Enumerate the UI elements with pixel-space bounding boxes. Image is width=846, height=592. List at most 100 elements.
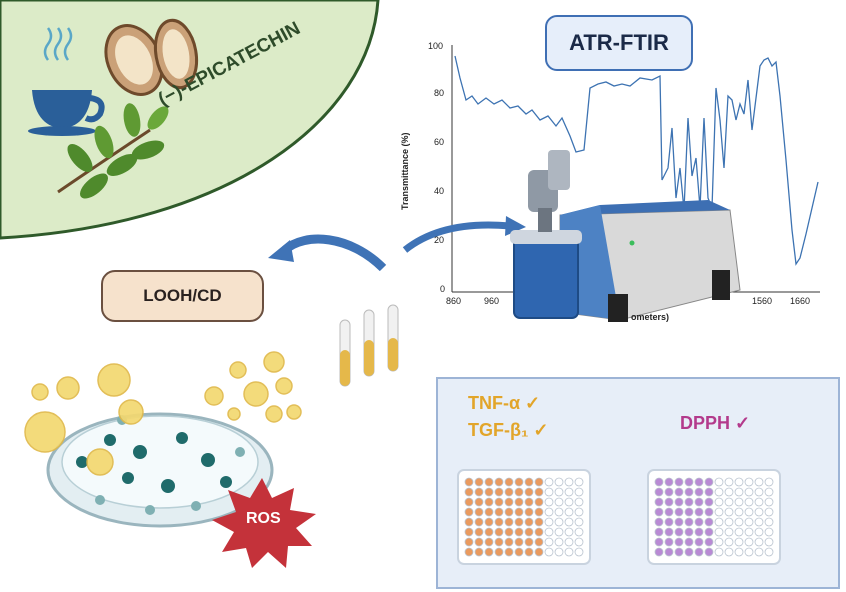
well bbox=[484, 527, 494, 537]
well bbox=[664, 477, 674, 487]
well bbox=[764, 547, 774, 557]
well bbox=[544, 527, 554, 537]
well bbox=[734, 547, 744, 557]
well bbox=[524, 547, 534, 557]
spectrum-line bbox=[454, 55, 819, 266]
well bbox=[694, 517, 704, 527]
well bbox=[544, 517, 554, 527]
well bbox=[764, 497, 774, 507]
cocoa-pod-icon bbox=[104, 18, 199, 96]
well bbox=[574, 477, 584, 487]
well-plate-dpph-icon bbox=[647, 469, 781, 565]
well bbox=[674, 497, 684, 507]
well bbox=[674, 507, 684, 517]
well bbox=[474, 507, 484, 517]
x-tick-label: 1560 bbox=[752, 296, 773, 306]
well bbox=[664, 527, 674, 537]
well bbox=[684, 537, 694, 547]
well bbox=[674, 527, 684, 537]
well bbox=[744, 527, 754, 537]
well bbox=[534, 497, 544, 507]
well bbox=[674, 547, 684, 557]
well bbox=[564, 547, 574, 557]
well bbox=[564, 517, 574, 527]
ros-burst-icon bbox=[212, 478, 316, 568]
arrow-to-looh bbox=[281, 234, 387, 272]
well bbox=[714, 477, 724, 487]
well bbox=[464, 517, 474, 527]
well bbox=[734, 487, 744, 497]
well bbox=[664, 517, 674, 527]
well bbox=[514, 537, 524, 547]
well bbox=[694, 537, 704, 547]
well bbox=[554, 497, 564, 507]
well bbox=[544, 507, 554, 517]
well bbox=[694, 547, 704, 557]
well bbox=[524, 477, 534, 487]
well bbox=[574, 547, 584, 557]
well bbox=[504, 487, 514, 497]
y-tick-label: 20 bbox=[434, 235, 445, 245]
well bbox=[734, 517, 744, 527]
spectrum-x-label: ometers) bbox=[631, 312, 670, 322]
well bbox=[554, 517, 564, 527]
well bbox=[484, 477, 494, 487]
well bbox=[704, 507, 714, 517]
well bbox=[534, 507, 544, 517]
well bbox=[534, 547, 544, 557]
well bbox=[744, 517, 754, 527]
looh-cd-label: LOOH/CD bbox=[101, 270, 264, 322]
well bbox=[724, 477, 734, 487]
well bbox=[504, 547, 514, 557]
well bbox=[564, 507, 574, 517]
well bbox=[564, 537, 574, 547]
well bbox=[684, 527, 694, 537]
well bbox=[574, 497, 584, 507]
well bbox=[514, 487, 524, 497]
well bbox=[744, 477, 754, 487]
well bbox=[514, 547, 524, 557]
well bbox=[704, 517, 714, 527]
y-tick-label: 0 bbox=[440, 284, 446, 294]
well bbox=[714, 537, 724, 547]
well bbox=[654, 477, 664, 487]
well bbox=[574, 527, 584, 537]
tea-branch-icon bbox=[57, 103, 169, 199]
well bbox=[534, 477, 544, 487]
well bbox=[764, 477, 774, 487]
well bbox=[574, 517, 584, 527]
well bbox=[504, 527, 514, 537]
ros-label: ROS bbox=[246, 510, 281, 527]
well bbox=[514, 497, 524, 507]
well bbox=[524, 517, 534, 527]
well bbox=[514, 477, 524, 487]
well bbox=[694, 477, 704, 487]
x-tick-label: 860 bbox=[446, 296, 462, 306]
well bbox=[514, 527, 524, 537]
well bbox=[724, 547, 734, 557]
well bbox=[494, 507, 504, 517]
well bbox=[524, 527, 534, 537]
well bbox=[664, 487, 674, 497]
lipid-droplets bbox=[24, 351, 302, 476]
well bbox=[544, 537, 554, 547]
well bbox=[674, 517, 684, 527]
well bbox=[764, 517, 774, 527]
well bbox=[674, 477, 684, 487]
tea-cup-icon bbox=[28, 27, 105, 136]
well bbox=[464, 547, 474, 557]
well bbox=[674, 487, 684, 497]
well bbox=[754, 477, 764, 487]
well bbox=[764, 507, 774, 517]
well bbox=[714, 487, 724, 497]
well bbox=[484, 507, 494, 517]
well bbox=[744, 547, 754, 557]
well bbox=[714, 497, 724, 507]
well bbox=[694, 507, 704, 517]
well bbox=[554, 547, 564, 557]
well bbox=[494, 517, 504, 527]
well bbox=[474, 517, 484, 527]
well bbox=[744, 497, 754, 507]
